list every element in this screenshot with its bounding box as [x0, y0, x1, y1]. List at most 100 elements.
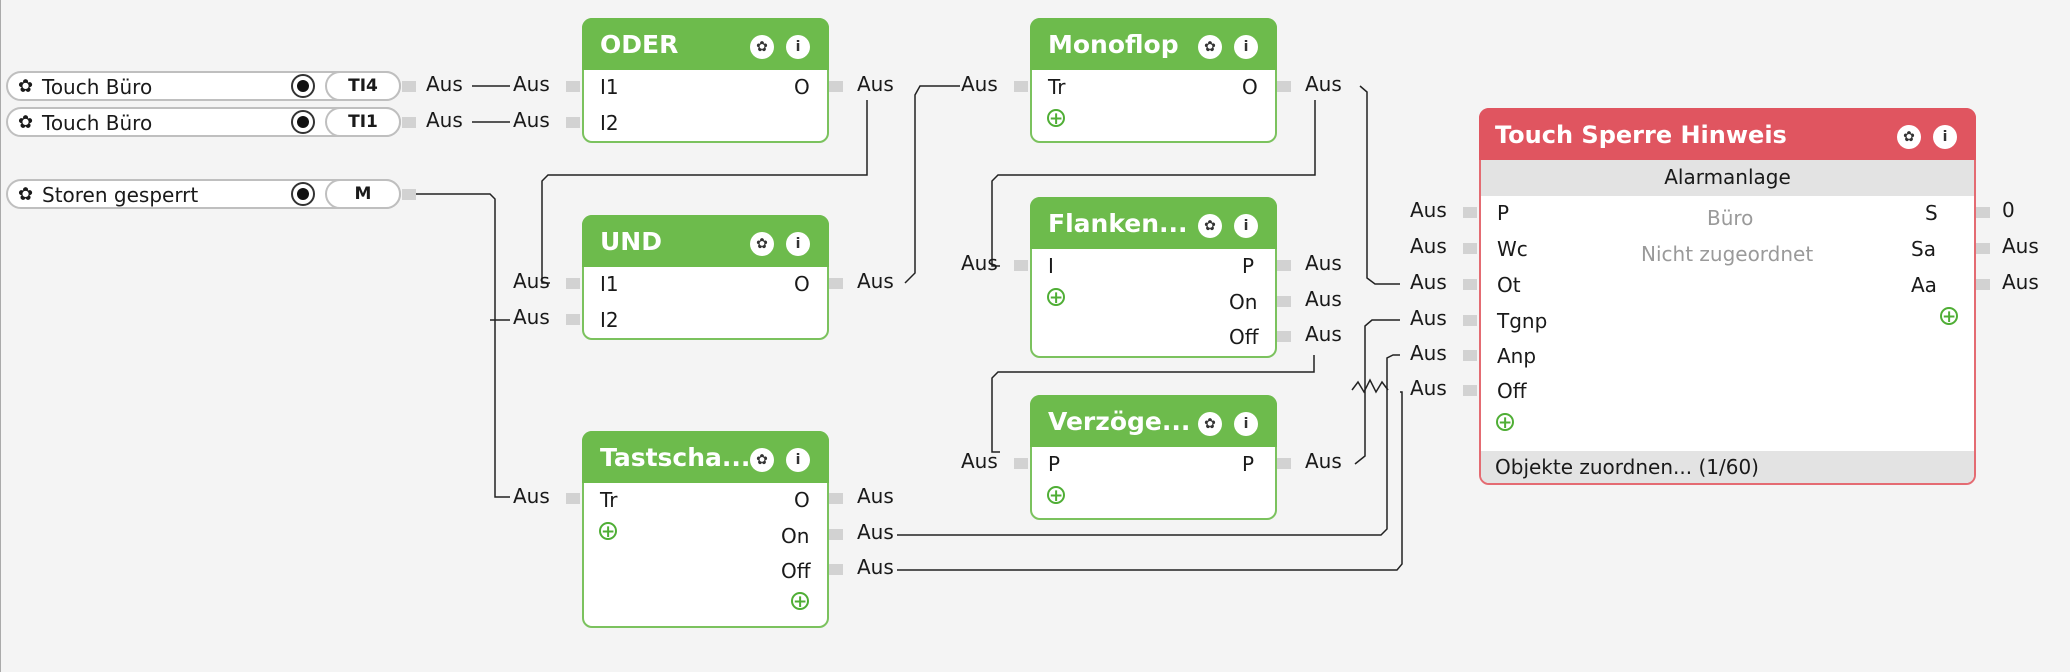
wire-verz-p-ts-tgnp: [1354, 319, 1400, 465]
input-value: Aus: [426, 108, 463, 132]
port-label: P: [1242, 254, 1255, 278]
input-plug[interactable]: [1463, 315, 1477, 326]
output-plug[interactable]: [1277, 458, 1291, 469]
port-label: Off: [781, 559, 811, 583]
input-tag[interactable]: M: [325, 179, 401, 209]
input-value: Aus: [426, 72, 463, 96]
canvas-left-border: [0, 0, 1, 672]
radio-icon[interactable]: [291, 110, 315, 134]
output-plug[interactable]: [1976, 279, 1990, 290]
input-plug[interactable]: [1014, 260, 1028, 271]
port-label: On: [1229, 290, 1258, 314]
port-label: O: [1242, 75, 1258, 99]
add-icon[interactable]: +: [1047, 288, 1065, 308]
output-plug[interactable]: [1277, 260, 1291, 271]
gear-icon[interactable]: ✿: [18, 112, 34, 133]
input-plug[interactable]: [566, 314, 580, 325]
add-icon[interactable]: +: [1496, 413, 1514, 433]
output-plug[interactable]: [829, 529, 843, 540]
port-label: O: [794, 75, 810, 99]
gear-icon[interactable]: ✿: [1897, 125, 1921, 149]
info-icon[interactable]: i: [1234, 35, 1258, 59]
port-value: Aus: [2002, 270, 2039, 294]
output-plug[interactable]: [829, 564, 843, 575]
output-plug[interactable]: [829, 81, 843, 92]
input-plug[interactable]: [1463, 385, 1477, 396]
block-und[interactable]: UND ✿ i I1 I2 O: [582, 215, 829, 340]
assign-objects-link[interactable]: Objekte zuordnen... (1/60): [1481, 451, 1974, 483]
gear-icon[interactable]: ✿: [1198, 412, 1222, 436]
info-icon[interactable]: i: [786, 448, 810, 472]
input-plug[interactable]: [1463, 207, 1477, 218]
output-plug[interactable]: [402, 189, 416, 200]
input-plug[interactable]: [566, 493, 580, 504]
output-plug[interactable]: [829, 278, 843, 289]
port-value: Aus: [1410, 306, 1447, 330]
wire-flanken-off-verz: [991, 355, 1315, 453]
gear-icon[interactable]: ✿: [1198, 214, 1222, 238]
radio-icon[interactable]: [291, 74, 315, 98]
gear-icon[interactable]: ✿: [18, 76, 34, 97]
port-value: Aus: [1410, 198, 1447, 222]
input-tag[interactable]: TI1: [325, 107, 401, 137]
port-value: Aus: [857, 484, 894, 508]
input-plug[interactable]: [566, 278, 580, 289]
info-icon[interactable]: i: [1234, 412, 1258, 436]
info-icon[interactable]: i: [1234, 214, 1258, 238]
block-oder[interactable]: ODER ✿ i I1 I2 O: [582, 18, 829, 143]
gear-icon[interactable]: ✿: [750, 35, 774, 59]
input-tag[interactable]: TI4: [325, 71, 401, 101]
port-value: Aus: [857, 555, 894, 579]
block-touch-sperre-hinweis[interactable]: Touch Sperre Hinweis ✿ i Alarmanlage Bür…: [1479, 108, 1976, 485]
output-plug[interactable]: [1976, 243, 1990, 254]
input-plug[interactable]: [1014, 81, 1028, 92]
output-plug[interactable]: [1976, 207, 1990, 218]
block-tastschalter[interactable]: Tastscha... ✿ i Tr + O On Off +: [582, 431, 829, 628]
gear-icon[interactable]: ✿: [18, 184, 34, 205]
block-title: Monoflop: [1048, 30, 1179, 59]
add-icon[interactable]: +: [599, 522, 617, 542]
output-plug[interactable]: [1277, 81, 1291, 92]
port-value: Aus: [857, 269, 894, 293]
gear-icon[interactable]: ✿: [750, 448, 774, 472]
input-plug[interactable]: [1014, 458, 1028, 469]
block-verzoegerung[interactable]: Verzöge... ✿ i P + P: [1030, 395, 1277, 520]
gear-icon[interactable]: ✿: [1198, 35, 1222, 59]
gear-icon[interactable]: ✿: [750, 232, 774, 256]
input-label: Storen gesperrt: [42, 183, 199, 207]
info-icon[interactable]: i: [786, 232, 810, 256]
block-monoflop[interactable]: Monoflop ✿ i Tr + O: [1030, 18, 1277, 143]
port-label: Ot: [1497, 273, 1521, 297]
block-title: Touch Sperre Hinweis: [1495, 121, 1787, 149]
add-icon[interactable]: +: [1047, 486, 1065, 506]
info-icon[interactable]: i: [786, 35, 810, 59]
output-plug[interactable]: [1277, 331, 1291, 342]
output-plug[interactable]: [829, 493, 843, 504]
output-plug[interactable]: [402, 81, 416, 92]
wire-tast-off-ts-off: [897, 391, 1403, 571]
port-value: Aus: [1305, 322, 1342, 346]
port-value: Aus: [1305, 72, 1342, 96]
input-plug[interactable]: [1463, 350, 1477, 361]
port-value: Aus: [961, 251, 998, 275]
block-flanken[interactable]: Flanken... ✿ i I + P On Off: [1030, 197, 1277, 358]
output-plug[interactable]: [402, 117, 416, 128]
port-value: Aus: [513, 305, 550, 329]
input-plug[interactable]: [566, 117, 580, 128]
add-icon[interactable]: +: [1047, 109, 1065, 129]
radio-icon[interactable]: [291, 182, 315, 206]
block-header[interactable]: [1479, 108, 1976, 160]
input-plug[interactable]: [1463, 243, 1477, 254]
port-value: Aus: [857, 72, 894, 96]
port-label: P: [1048, 452, 1061, 476]
input-plug[interactable]: [1463, 279, 1477, 290]
add-icon[interactable]: +: [791, 592, 809, 612]
info-icon[interactable]: i: [1933, 125, 1957, 149]
block-title: Flanken...: [1048, 209, 1188, 238]
add-icon[interactable]: +: [1940, 307, 1958, 327]
wire-tast-on-ts-anp: [897, 354, 1400, 536]
output-plug[interactable]: [1277, 296, 1291, 307]
input-plug[interactable]: [566, 81, 580, 92]
wire-monoflop-o-ts-ot: [1359, 85, 1400, 285]
port-label: Anp: [1497, 344, 1537, 368]
